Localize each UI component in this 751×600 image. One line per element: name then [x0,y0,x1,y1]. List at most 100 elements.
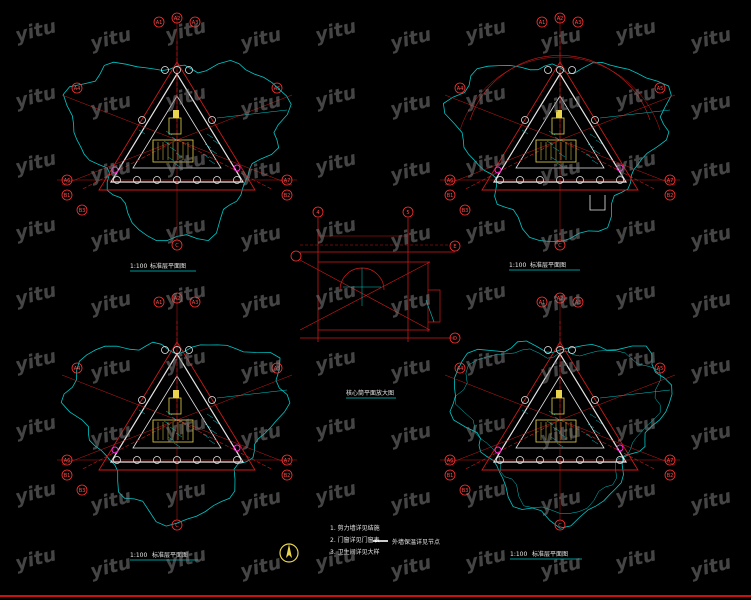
axis-bubble-label: A6 [447,178,454,184]
column-node [568,346,576,354]
axis-bubble [171,239,183,251]
column-node [556,456,564,464]
column-node [521,396,529,404]
column-node [113,176,121,184]
axis-bubble-label: C [175,243,179,249]
leader-line [599,109,671,119]
axis-bubble-label: A1 [156,300,163,306]
fixture-mark [138,129,146,135]
plan-scale-label: 1:100 [130,552,147,559]
axis-bubble [444,174,456,186]
fixture-mark [591,159,599,165]
column-node [556,66,564,74]
axis-bubble-label: B2 [667,473,674,479]
plan-title-label: 标准层平面图 [152,551,188,559]
fixture-mark [589,133,597,139]
column-node [536,176,544,184]
column-node [113,456,121,464]
landscape-outline [442,61,672,243]
column-node [138,396,146,404]
axis-bubble-label: B3 [462,488,469,494]
sheet-border-line [0,595,751,597]
axis-bubble [76,204,88,216]
shaft-fill [556,390,562,398]
axis-bubble-label: A1 [156,20,163,26]
fixture-mark [548,410,556,416]
fixture-mark [593,429,601,435]
axis-bubble [61,189,73,201]
column-node [616,456,624,464]
axis-bubble [536,296,548,308]
legend-line-note: 外墙保温详见节点 [392,538,440,546]
fixture-mark [550,156,558,162]
fixture-mark [595,419,603,425]
column-node [568,66,576,74]
plan-title-bottom-left: 1:100 标准层平面图 [130,551,198,561]
core-detail-title: 核心筒平面放大图 [346,389,394,397]
column-node [576,176,584,184]
axis-bubble [454,82,466,94]
fixture-mark [521,409,529,415]
note-item: 2. 门窗详见门窗表 [330,536,380,544]
north-arrow-pointer [286,544,292,558]
axis-bubble [654,362,666,374]
axis-bubble [61,454,73,466]
axis-bubble-label: C [558,243,562,249]
shaft-fill [173,110,179,118]
core-detail-plan: 4 5 E D 核心筒平面放大图 [290,206,461,399]
accent-marker [616,444,624,452]
fixture-mark [521,129,529,135]
plan-scale-label: 1:100 [130,263,147,270]
axis-bubble-label: A2 [557,16,564,22]
column-node [233,176,241,184]
axis-bubble-label: A2 [557,296,564,302]
axis-bubble [71,362,83,374]
column-node [213,176,221,184]
column-node [544,346,552,354]
column-node [173,66,181,74]
leader-line [216,389,288,399]
axis-bubble-label: A1 [539,20,546,26]
axis-bubble-label: B3 [79,488,86,494]
column-node [496,456,504,464]
column-node [133,176,141,184]
accent-marker [494,166,502,174]
fixture-mark [554,136,562,142]
column-node [153,456,161,464]
axis-bubble-label: A3 [192,300,199,306]
column-node [596,456,604,464]
column-node [161,66,169,74]
axis-bubble-label: A5 [657,86,664,92]
fixture-mark [554,416,562,422]
axis-bubble [76,484,88,496]
fixture-mark [550,436,558,442]
note-item: 3. 卫生间详见大样 [330,548,380,556]
axis-bubble-label: A3 [575,300,582,306]
column-node [616,176,624,184]
fixture-mark [175,432,183,438]
fixture-mark [171,416,179,422]
fixture-mark [173,162,181,168]
column-node [208,396,216,404]
axis-bubble-label: B1 [64,473,71,479]
plan-scale-label: 1:100 [510,551,527,558]
column-node [161,346,169,354]
axis-bubble-label: A6 [447,458,454,464]
note-item: 1. 剪力墙详见结施 [330,524,380,532]
axis-bubble [554,519,566,531]
axis-bubble [61,469,73,481]
axis-bubble-label: A7 [284,458,291,464]
fixture-mark [210,149,218,155]
axis-bubble-label: A4 [74,86,81,92]
entry-block [589,195,606,211]
axis-bubble [312,206,324,218]
plan-title-label: 标准层平面图 [150,262,186,270]
column-node [556,346,564,354]
fixture-mark [558,152,566,158]
axis-bubble-label: B1 [447,193,454,199]
axis-bubble [664,189,676,201]
column-node [556,176,564,184]
axis-bubble [554,292,566,304]
column-node [138,116,146,124]
